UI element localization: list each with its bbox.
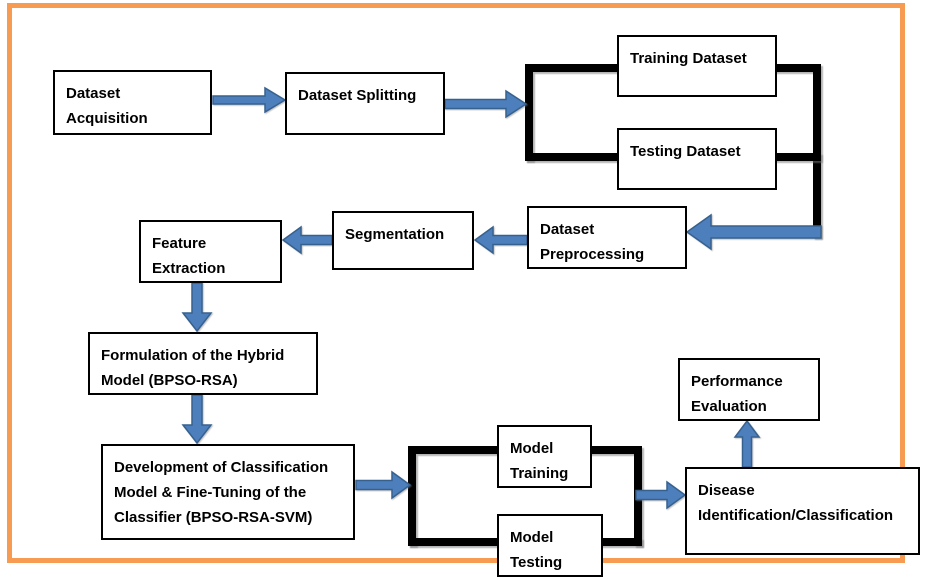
node-model-training: Model Training <box>497 425 592 488</box>
node-dataset-acquisition-label-2: Acquisition <box>66 110 148 127</box>
arrow-development-to-model-bracket <box>355 470 412 500</box>
arrow-acquisition-to-splitting <box>212 86 287 114</box>
arrow-disease-to-performance <box>733 419 761 468</box>
node-testing-dataset: Testing Dataset <box>617 128 777 190</box>
arrow-segmentation-to-feature-extraction <box>281 225 333 255</box>
arrow-formulation-to-development <box>181 394 213 445</box>
node-disease-identification: Disease Identification/Classification <box>685 467 920 555</box>
node-testing-dataset-label: Testing Dataset <box>630 143 741 160</box>
node-performance-evaluation: Performance Evaluation <box>678 358 820 421</box>
arrow-model-bracket-to-disease <box>635 480 687 510</box>
node-dataset-acquisition-label-1: Dataset <box>66 85 121 102</box>
node-feature-extraction-label-2: Extraction <box>152 260 226 277</box>
node-feature-extraction-label-1: Feature <box>152 235 207 252</box>
node-classifier-development: Development of Classification Model & Fi… <box>101 444 355 540</box>
node-disease-identification-label-1: Disease <box>698 482 755 499</box>
arrow-feature-extraction-to-formulation <box>181 282 213 333</box>
node-dataset-splitting: Dataset Splitting <box>285 72 445 135</box>
node-classifier-development-label-2: Model & Fine-Tuning of the <box>114 484 307 501</box>
node-dataset-splitting-label: Dataset Splitting <box>298 87 417 104</box>
node-dataset-preprocessing-label-2: Preprocessing <box>540 246 645 263</box>
outer-orange-border <box>7 3 905 563</box>
node-training-dataset-label: Training Dataset <box>630 50 747 67</box>
node-dataset-acquisition: Dataset Acquisition <box>53 70 212 135</box>
arrow-preprocessing-to-segmentation <box>473 225 528 255</box>
node-classifier-development-label-3: Classifier (BPSO-RSA-SVM) <box>114 509 313 526</box>
arrow-splitting-to-split-bracket <box>444 89 528 119</box>
node-dataset-preprocessing: Dataset Preprocessing <box>527 206 687 269</box>
node-model-testing-label-2: Testing <box>510 554 563 571</box>
node-hybrid-model-formulation-label-2: Model (BPSO-RSA) <box>101 372 238 389</box>
node-feature-extraction: Feature Extraction <box>139 220 282 283</box>
node-training-dataset: Training Dataset <box>617 35 777 97</box>
node-performance-evaluation-label-1: Performance <box>691 373 783 390</box>
node-segmentation-label: Segmentation <box>345 226 445 243</box>
node-hybrid-model-formulation-label-1: Formulation of the Hybrid <box>101 347 285 364</box>
node-model-testing: Model Testing <box>497 514 603 577</box>
node-model-training-label-2: Training <box>510 465 569 482</box>
arrow-split-bracket-to-preprocessing <box>685 213 822 251</box>
node-performance-evaluation-label-2: Evaluation <box>691 398 767 415</box>
node-classifier-development-label-1: Development of Classification <box>114 459 329 476</box>
node-model-training-label-1: Model <box>510 440 554 457</box>
node-segmentation: Segmentation <box>332 211 474 270</box>
node-hybrid-model-formulation: Formulation of the Hybrid Model (BPSO-RS… <box>88 332 318 395</box>
node-disease-identification-label-2: Identification/Classification <box>698 507 894 524</box>
node-model-testing-label-1: Model <box>510 529 554 546</box>
node-dataset-preprocessing-label-1: Dataset <box>540 221 595 238</box>
